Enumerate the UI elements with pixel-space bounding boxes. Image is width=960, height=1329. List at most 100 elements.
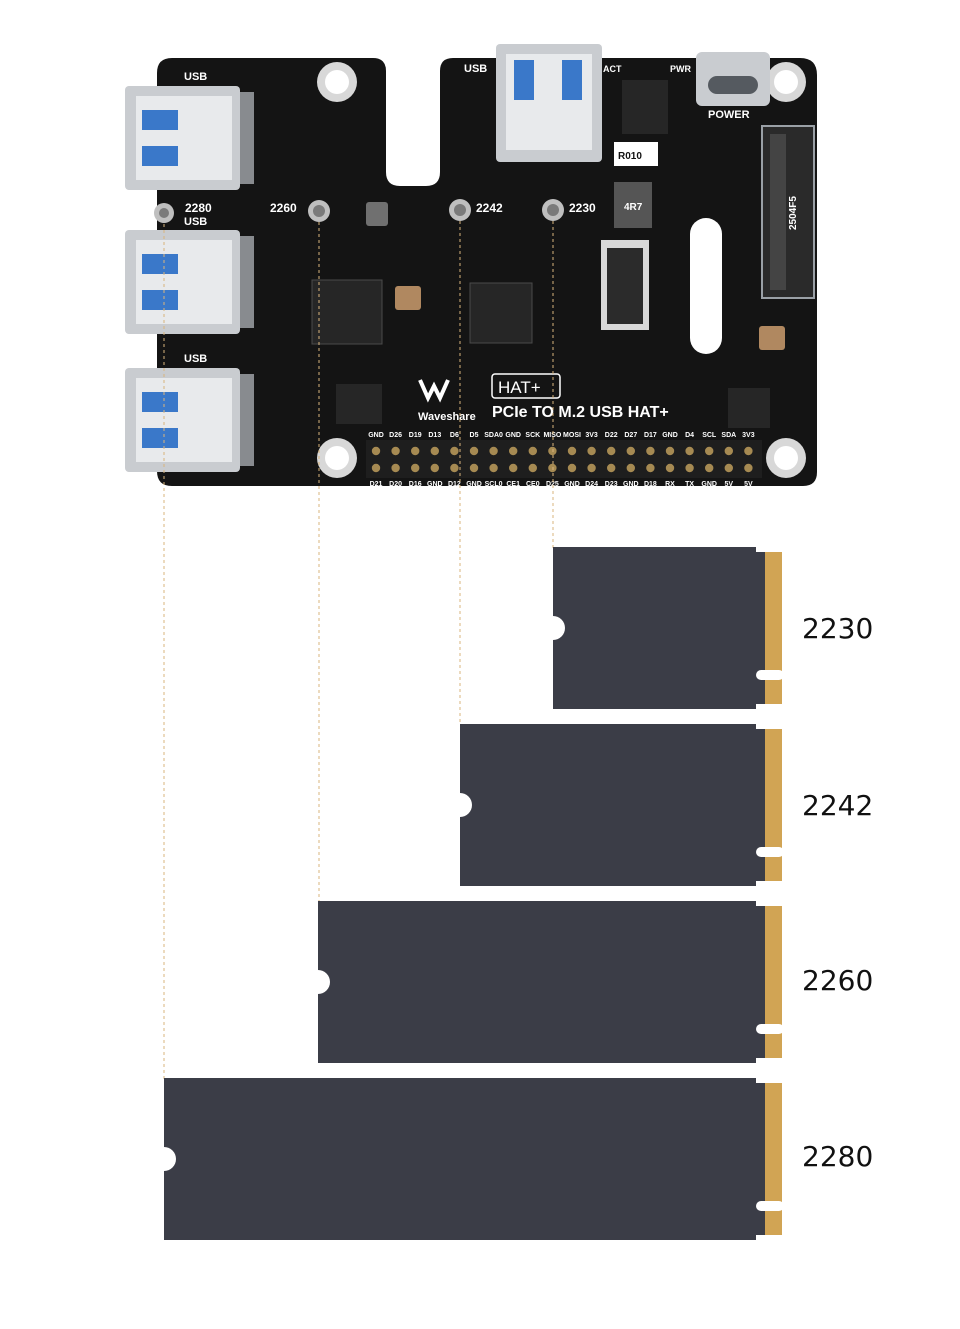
gpio-label-bottom: GND	[564, 481, 580, 488]
gpio-header-body	[366, 440, 762, 478]
card-mount-notch	[306, 970, 330, 994]
card-key-notch	[756, 670, 784, 680]
gpio-pin	[705, 463, 714, 473]
card-key-notch	[756, 1024, 784, 1034]
gpio-pin	[391, 446, 400, 456]
guide-lines	[163, 221, 554, 1079]
card-neck	[756, 552, 765, 704]
gpio-label-bottom: D18	[644, 481, 657, 488]
usb-port-2	[125, 230, 254, 334]
gpio-pin	[450, 446, 459, 456]
resistor-label: R010	[618, 151, 642, 162]
usb-c-port	[696, 52, 770, 106]
mounting-holes	[317, 62, 806, 478]
gpio-pin	[489, 463, 498, 473]
slot-label-2242: 2242	[476, 201, 503, 215]
gpio-label-top: GND	[368, 432, 384, 439]
gpio-pin	[411, 446, 420, 456]
gpio-pin	[665, 446, 675, 456]
gpio-pin	[430, 463, 439, 473]
gpio-label-bottom: D12	[448, 481, 461, 488]
gpio-pin	[587, 463, 596, 473]
gpio-label-bottom: GND	[701, 481, 717, 488]
gpio-label-bottom: CE0	[526, 481, 540, 488]
card-neck	[756, 1083, 765, 1235]
m2-card-2260	[306, 901, 784, 1063]
card-key-notch	[756, 847, 784, 857]
m2-standoffs	[154, 199, 564, 223]
product-name: PCIe TO M.2 USB HAT+	[492, 404, 669, 421]
card-mount-notch	[448, 793, 472, 817]
gpio-pin	[391, 463, 400, 473]
gpio-label-bottom: 5V	[725, 481, 734, 488]
gpio-pin	[724, 446, 733, 456]
usb-label-top: USB	[464, 63, 487, 75]
usb-label-2: USB	[184, 216, 207, 228]
card-neck	[756, 906, 765, 1058]
gpio-pin	[371, 446, 381, 456]
gpio-label-top: D19	[409, 432, 422, 439]
gpio-label-bottom: RX	[665, 481, 675, 488]
gpio-label-top: D4	[685, 432, 694, 439]
gpio-label-bottom: TX	[685, 481, 694, 488]
gpio-pin	[567, 446, 577, 456]
gpio-label-top: D5	[470, 432, 479, 439]
card-key-notch	[756, 1201, 784, 1211]
card-mount-notch	[152, 1147, 176, 1171]
waveshare-logo: Waveshare	[418, 379, 476, 423]
gpio-pin	[685, 463, 694, 473]
gpio-pin	[626, 463, 635, 473]
m2-card-2230	[541, 547, 784, 709]
gpio-label-top: D17	[644, 432, 657, 439]
card-body	[164, 1078, 756, 1240]
gpio-label-top: D26	[389, 432, 402, 439]
card-label-2280: 2280	[802, 1140, 873, 1173]
gpio-label-bottom: GND	[466, 481, 482, 488]
usb-label-1: USB	[184, 71, 207, 83]
gpio-label-top: SDA0	[484, 432, 503, 439]
card-body	[553, 547, 756, 709]
card-gold-contacts	[765, 552, 782, 704]
gpio-pin	[626, 446, 635, 456]
gpio-label-bottom: CE1	[506, 481, 520, 488]
power-label: POWER	[708, 109, 750, 121]
card-gold-contacts	[765, 729, 782, 881]
card-mount-notch	[541, 616, 565, 640]
card-body	[318, 901, 756, 1063]
gpio-pin	[528, 463, 537, 473]
gpio-label-top: D6	[450, 432, 459, 439]
gpio-label-bottom: SCL0	[485, 481, 503, 488]
slot-label-2260: 2260	[270, 201, 297, 215]
slot-label-2230: 2230	[569, 201, 596, 215]
m2-slot	[761, 125, 815, 299]
inductor-label: 4R7	[624, 202, 643, 213]
gpio-label-top: D27	[624, 432, 637, 439]
gpio-label-bottom: D21	[370, 481, 383, 488]
card-gold-contacts	[765, 906, 782, 1058]
gpio-label-top: SCL	[702, 432, 717, 439]
gpio-label-bottom: D24	[585, 481, 598, 488]
act-label: ACT	[603, 64, 622, 74]
gpio-pin	[744, 446, 753, 456]
gpio-pin	[489, 446, 498, 456]
m2-card-2242	[448, 724, 784, 886]
gpio-pin	[548, 463, 557, 473]
slot-label-2280: 2280	[185, 201, 212, 215]
gpio-pin	[646, 463, 655, 473]
brand-name: Waveshare	[418, 411, 476, 423]
gpio-pin	[744, 463, 753, 473]
pwr-label: PWR	[670, 64, 691, 74]
card-body	[460, 724, 756, 886]
gpio-pin	[371, 463, 381, 473]
gpio-label-bottom: GND	[427, 481, 443, 488]
card-gold-contacts	[765, 1083, 782, 1235]
gpio-label-top: SDA	[721, 432, 736, 439]
gpio-label-top: MOSI	[563, 432, 581, 439]
gpio-pin	[607, 463, 616, 473]
usb-port-1	[125, 86, 254, 190]
gpio-label-top: 3V3	[742, 432, 755, 439]
card-neck	[756, 729, 765, 881]
